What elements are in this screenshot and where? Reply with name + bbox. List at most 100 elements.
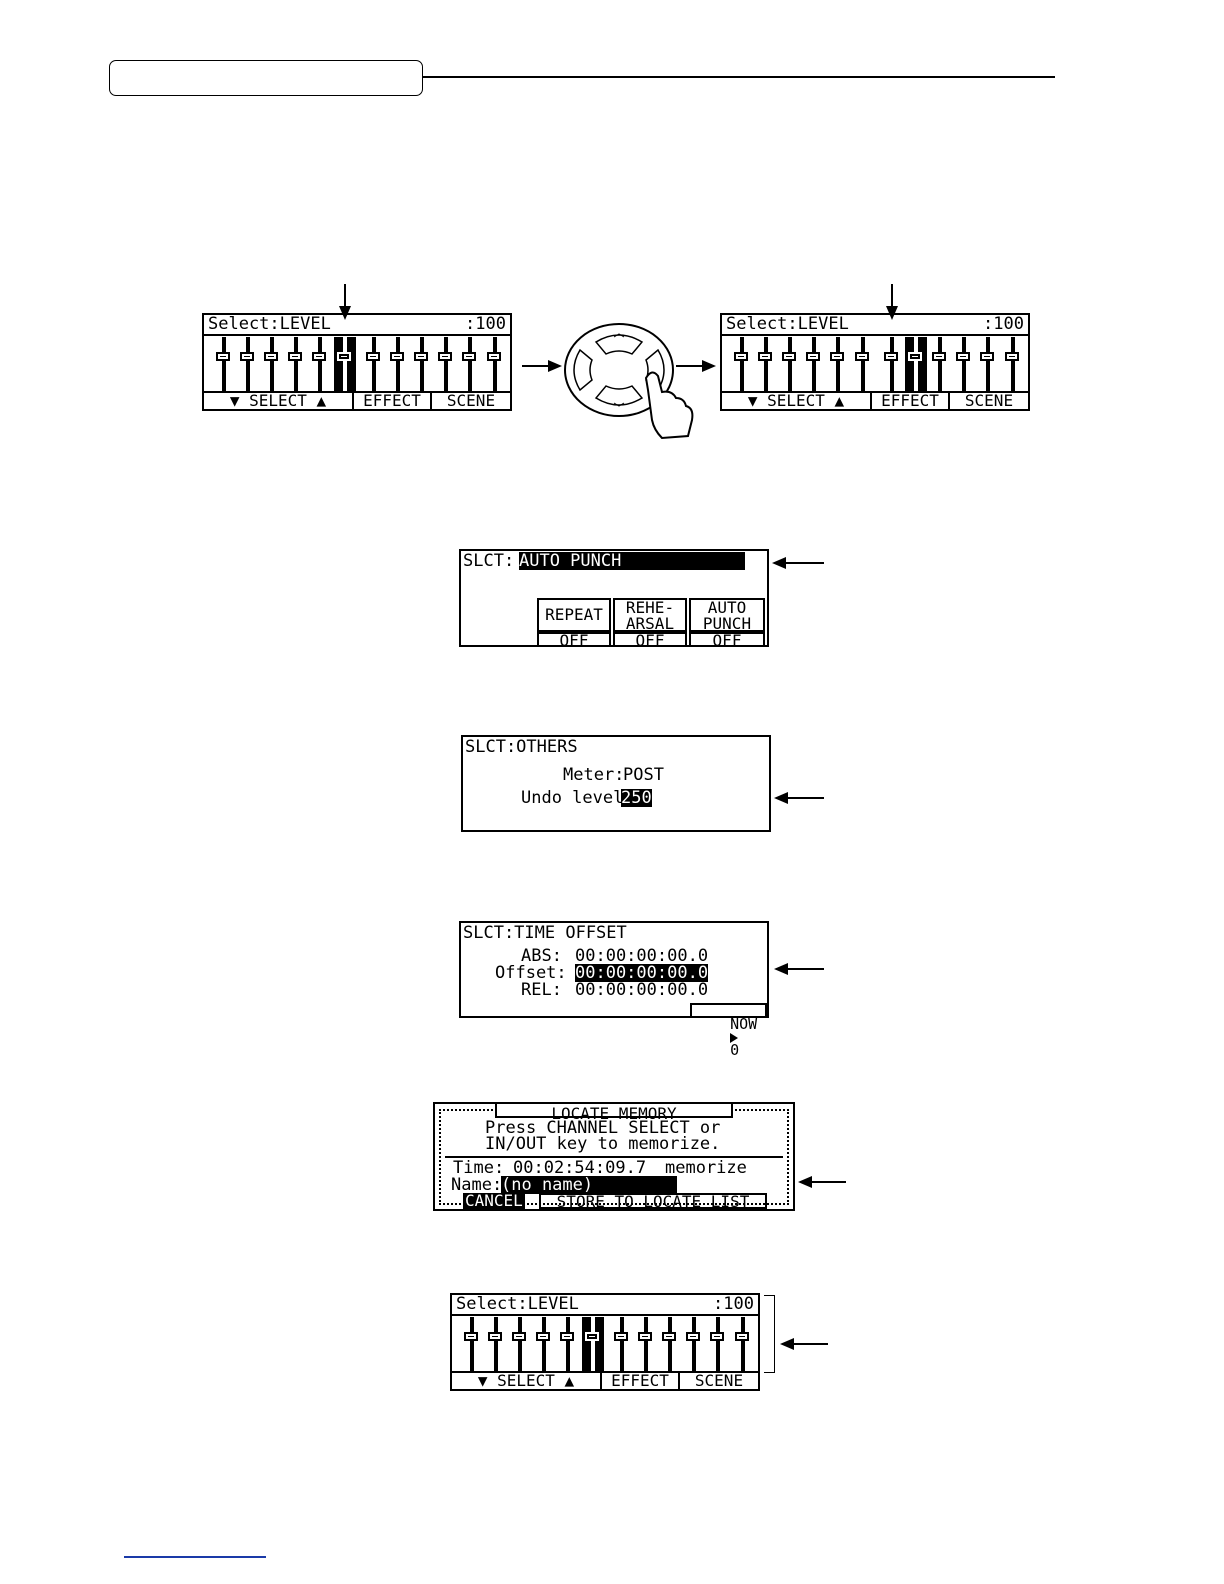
fader-knob[interactable] — [956, 352, 970, 361]
fader-knob[interactable] — [855, 352, 869, 361]
fader-rail — [294, 337, 298, 391]
fader-knob[interactable] — [312, 352, 326, 361]
channel-fader[interactable] — [1002, 337, 1024, 391]
channel-fader[interactable] — [509, 1317, 531, 1371]
offset-value[interactable]: 00:00:00:00.0 — [575, 963, 709, 983]
fader-knob[interactable] — [710, 1332, 724, 1341]
channel-fader[interactable] — [485, 1317, 507, 1371]
channel-fader[interactable] — [803, 337, 825, 391]
fader-knob[interactable] — [512, 1332, 526, 1341]
fader-rail — [318, 337, 322, 391]
channel-fader[interactable] — [582, 1317, 604, 1371]
fader-knob[interactable] — [908, 352, 922, 361]
fader-knob[interactable] — [487, 352, 501, 361]
fader-knob[interactable] — [662, 1332, 676, 1341]
channel-fader[interactable] — [533, 1317, 555, 1371]
scene-key[interactable]: SCENE — [694, 1371, 744, 1390]
channel-fader[interactable] — [731, 337, 753, 391]
fader-knob[interactable] — [536, 1332, 550, 1341]
undo-value[interactable]: 250 — [621, 788, 652, 808]
channel-fader[interactable] — [755, 337, 777, 391]
channel-fader[interactable] — [827, 337, 849, 391]
divider — [445, 1156, 783, 1158]
effect-key[interactable]: EFFECT — [872, 393, 950, 409]
rehearsal-button[interactable]: REHE- ARSAL — [613, 598, 687, 632]
channel-fader[interactable] — [635, 1317, 657, 1371]
fader-knob[interactable] — [240, 352, 254, 361]
fader-knob[interactable] — [464, 1332, 478, 1341]
channel-fader[interactable] — [929, 337, 951, 391]
channel-fader[interactable] — [363, 337, 385, 391]
channel-fader[interactable] — [334, 337, 356, 391]
fader-rail — [692, 1317, 696, 1371]
fader-knob[interactable] — [758, 352, 772, 361]
cancel-button[interactable]: CANCEL — [463, 1191, 525, 1210]
channel-fader[interactable] — [285, 337, 307, 391]
fader-knob[interactable] — [216, 352, 230, 361]
select-key[interactable]: ▼ SELECT ▲ — [452, 1373, 602, 1389]
fader-knob[interactable] — [686, 1332, 700, 1341]
fader-knob[interactable] — [337, 352, 351, 361]
channel-fader[interactable] — [237, 337, 259, 391]
name-field[interactable]: (no name) — [501, 1176, 677, 1194]
fader-knob[interactable] — [366, 352, 380, 361]
channel-fader[interactable] — [881, 337, 903, 391]
channel-fader[interactable] — [459, 337, 481, 391]
auto-punch-button[interactable]: AUTO PUNCH — [689, 598, 765, 632]
fader-rail — [542, 1317, 546, 1371]
channel-fader[interactable] — [779, 337, 801, 391]
channel-fader[interactable] — [683, 1317, 705, 1371]
fader-knob[interactable] — [614, 1332, 628, 1341]
channel-fader[interactable] — [977, 337, 999, 391]
select-key[interactable]: ▼ SELECT ▲ — [722, 393, 872, 409]
fader-knob[interactable] — [560, 1332, 574, 1341]
channel-fader[interactable] — [707, 1317, 729, 1371]
channel-fader[interactable] — [953, 337, 975, 391]
screen-title: Select:LEVEL — [208, 314, 331, 334]
fader-knob[interactable] — [782, 352, 796, 361]
fader-knob[interactable] — [414, 352, 428, 361]
fader-knob[interactable] — [806, 352, 820, 361]
fader-knob[interactable] — [884, 352, 898, 361]
fader-knob[interactable] — [462, 352, 476, 361]
fader-knob[interactable] — [932, 352, 946, 361]
channel-fader[interactable] — [387, 337, 409, 391]
meter-value[interactable]: POST — [623, 765, 664, 785]
store-to-locate-list-button[interactable]: STORE TO LOCATE LIST — [539, 1193, 767, 1210]
screen-title: Select:LEVEL — [726, 314, 849, 334]
channel-fader[interactable] — [484, 337, 506, 391]
channel-fader[interactable] — [411, 337, 433, 391]
effect-key[interactable]: EFFECT — [602, 1373, 680, 1389]
fader-knob[interactable] — [585, 1332, 599, 1341]
channel-fader[interactable] — [732, 1317, 754, 1371]
channel-fader[interactable] — [557, 1317, 579, 1371]
fader-knob[interactable] — [488, 1332, 502, 1341]
channel-fader[interactable] — [852, 337, 874, 391]
channel-fader[interactable] — [659, 1317, 681, 1371]
fader-knob[interactable] — [438, 352, 452, 361]
fader-knob[interactable] — [735, 1332, 749, 1341]
fader-knob[interactable] — [390, 352, 404, 361]
channel-fader[interactable] — [611, 1317, 633, 1371]
scene-key[interactable]: SCENE — [964, 391, 1014, 410]
arrow-head — [772, 557, 786, 569]
channel-fader[interactable] — [261, 337, 283, 391]
fader-knob[interactable] — [830, 352, 844, 361]
now-to-zero-button[interactable]: NOW 0 — [690, 1003, 767, 1058]
fader-knob[interactable] — [638, 1332, 652, 1341]
channel-fader[interactable] — [435, 337, 457, 391]
fader-knob[interactable] — [980, 352, 994, 361]
repeat-button[interactable]: REPEAT — [537, 598, 611, 632]
channel-fader[interactable] — [213, 337, 235, 391]
fader-knob[interactable] — [734, 352, 748, 361]
slct-value[interactable]: AUTO PUNCH — [519, 552, 745, 570]
fader-knob[interactable] — [264, 352, 278, 361]
effect-key[interactable]: EFFECT — [354, 393, 432, 409]
channel-fader[interactable] — [309, 337, 331, 391]
fader-knob[interactable] — [288, 352, 302, 361]
channel-fader[interactable] — [461, 1317, 483, 1371]
channel-fader[interactable] — [905, 337, 927, 391]
fader-knob[interactable] — [1005, 352, 1019, 361]
scene-key[interactable]: SCENE — [446, 391, 496, 410]
select-key[interactable]: ▼ SELECT ▲ — [204, 393, 354, 409]
